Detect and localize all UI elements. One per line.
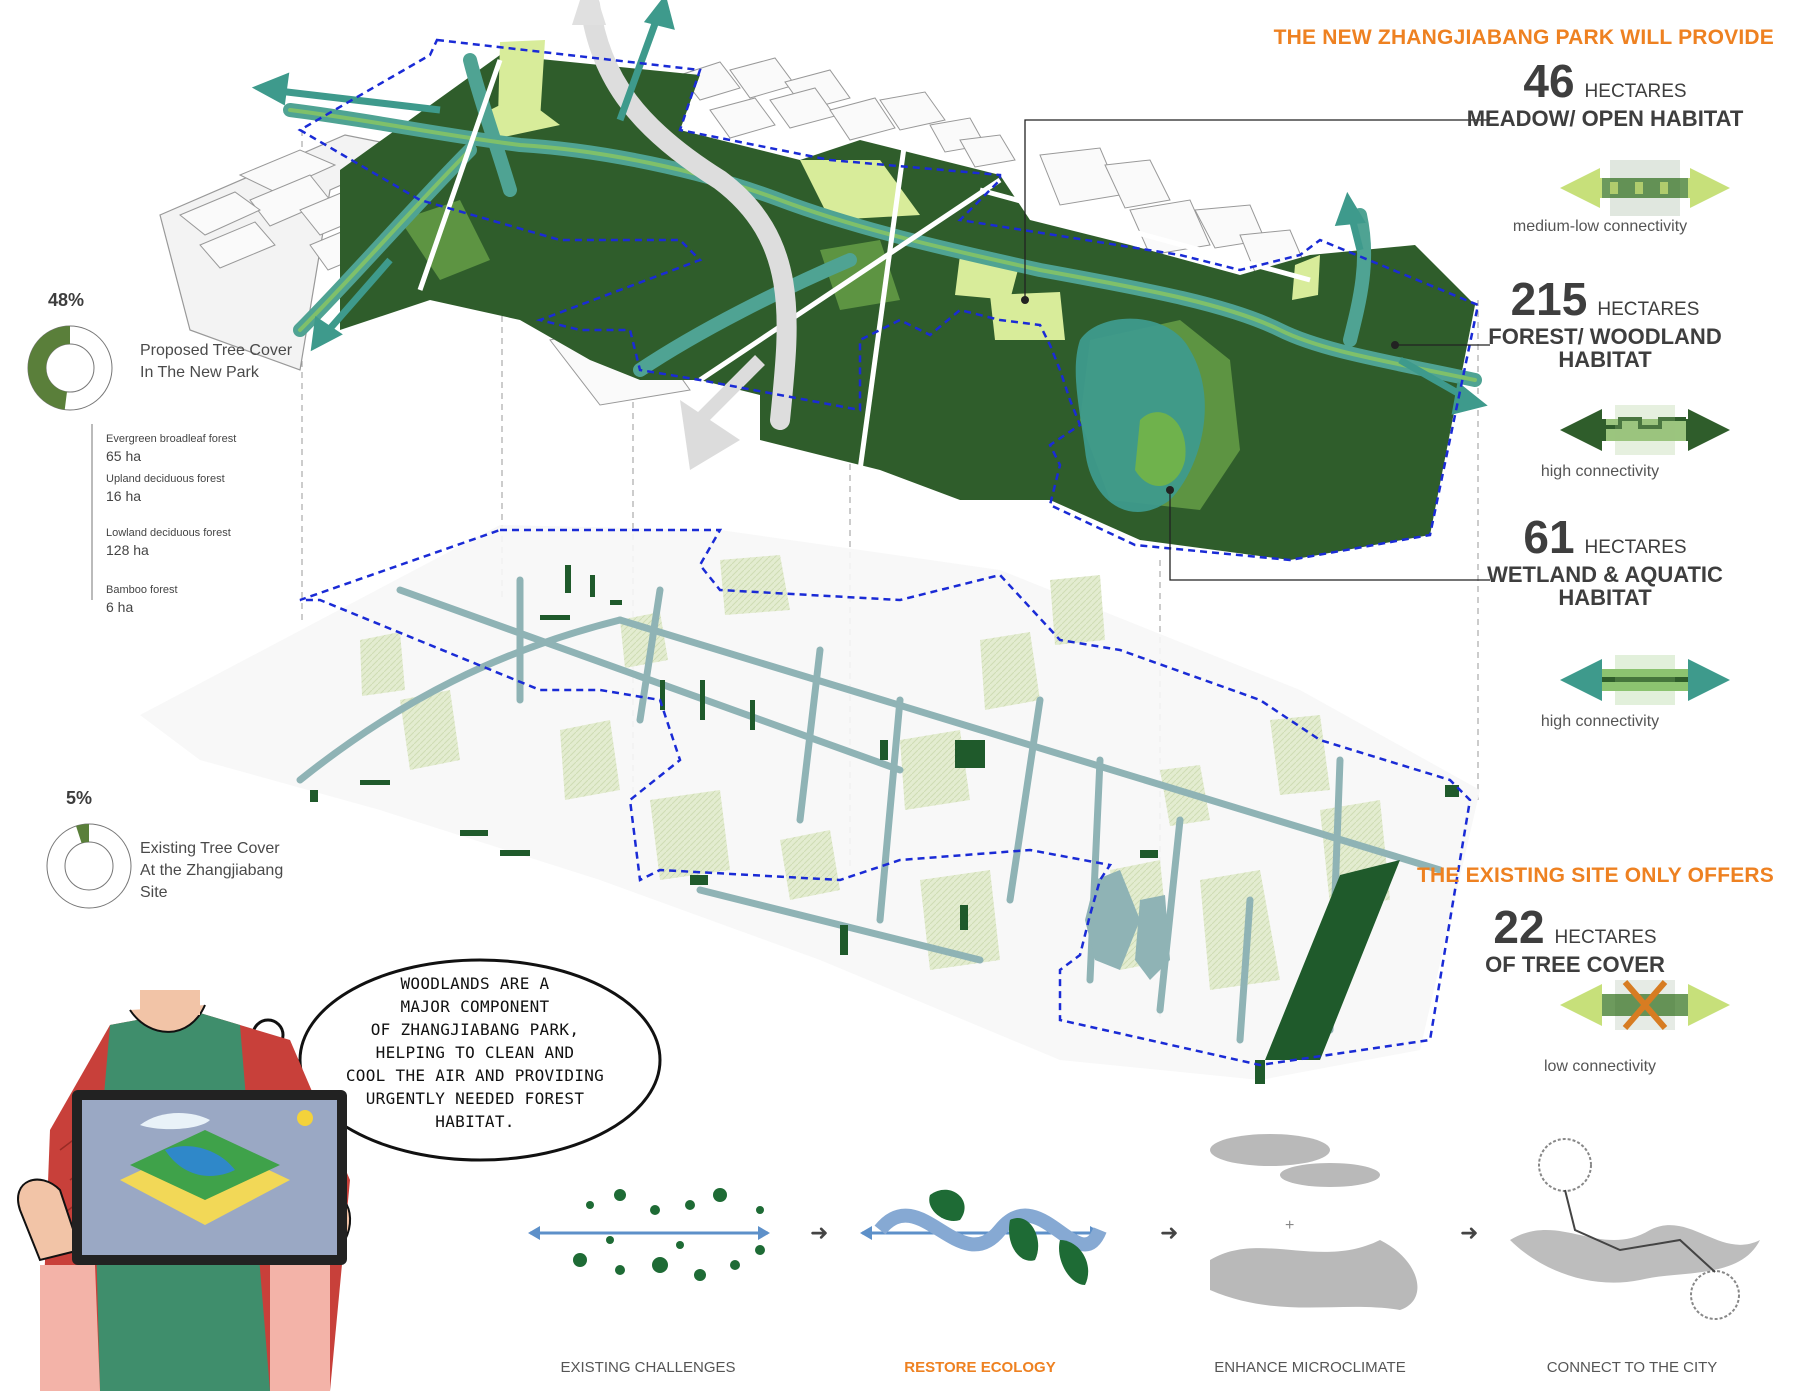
- connectivity-icon-meadow: [1560, 160, 1730, 216]
- wetland-label-line2: HABITAT: [1558, 585, 1652, 610]
- svg-text:+: +: [1285, 1217, 1294, 1234]
- existing-cover-label-line2: At the Zhangjiabang Site: [140, 862, 284, 901]
- svg-text:➜: ➜: [810, 1220, 828, 1245]
- forest-type-1-name: Evergreen broadleaf forest: [106, 433, 237, 445]
- step-enhance-microclimate: ENHANCE MICROCLIMATE: [1214, 1359, 1406, 1376]
- process-icon-existing-challenges: [528, 1188, 770, 1281]
- wetland-label-line1: WETLAND & AQUATIC: [1487, 562, 1723, 587]
- forest-label-line2: HABITAT: [1558, 347, 1652, 372]
- proposed-cover-donut-segment: [27, 326, 70, 410]
- svg-text:➜: ➜: [1460, 1220, 1478, 1245]
- existing-site-layer: [140, 525, 1480, 1084]
- existing-cover-donut-hole: [64, 841, 114, 891]
- forest-type-2-name: Upland deciduous forest: [106, 473, 225, 485]
- forest-unit: HECTARES: [1597, 299, 1700, 320]
- new-park-heading: THE NEW ZHANGJIABANG PARK WILL PROVIDE: [1273, 26, 1774, 49]
- process-icon-restore-ecology: [860, 1189, 1107, 1285]
- svg-text:➜: ➜: [1160, 1220, 1178, 1245]
- forest-connectivity: high connectivity: [1540, 463, 1660, 480]
- existing-cover-label-line1: Existing Tree Cover: [140, 840, 280, 857]
- cartoon-figure-illustration: [17, 958, 662, 1391]
- proposed-cover-label: Proposed Tree Cover In The New Park: [140, 340, 310, 384]
- meadow-unit: HECTARES: [1584, 81, 1687, 102]
- speech-line-5: COOL THE AIR AND PROVIDING: [345, 1066, 605, 1085]
- meadow-connectivity: medium-low connectivity: [1512, 218, 1688, 235]
- existing-label: OF TREE COVER: [1485, 952, 1665, 977]
- wetland-value: 61: [1523, 511, 1575, 563]
- forest-label-line1: FOREST/ WOODLAND: [1488, 324, 1722, 349]
- proposed-cover-label-line1: Proposed Tree Cover: [140, 342, 293, 359]
- connectivity-icon-wetland: [1560, 655, 1730, 705]
- proposed-tree-cover-donut: [27, 325, 113, 411]
- existing-site-heading: THE EXISTING SITE ONLY OFFERS: [1416, 864, 1774, 887]
- speech-line-6: URGENTLY NEEDED FOREST: [365, 1089, 585, 1108]
- speech-bubble-text: WOODLANDS ARE A MAJOR COMPONENT OF ZHANG…: [330, 972, 620, 1133]
- existing-tree-cover-donut: [46, 823, 132, 909]
- wetland-connectivity: high connectivity: [1540, 713, 1660, 730]
- speech-line-2: MAJOR COMPONENT: [400, 997, 550, 1016]
- step-connect-to-the-city: CONNECT TO THE CITY: [1546, 1359, 1718, 1376]
- speech-line-4: HELPING TO CLEAN AND: [375, 1043, 575, 1062]
- existing-unit: HECTARES: [1554, 927, 1657, 948]
- forest-value: 215: [1510, 273, 1588, 325]
- forest-type-3-name: Lowland deciduous forest: [106, 527, 231, 539]
- forest-type-4-value: 6 ha: [106, 599, 134, 615]
- speech-line-3: OF ZHANGJIABANG PARK,: [370, 1020, 580, 1039]
- step-existing-challenges: EXISTING CHALLENGES: [560, 1359, 736, 1376]
- proposed-cover-donut-hole: [45, 343, 95, 393]
- forest-type-3-value: 128 ha: [106, 542, 149, 558]
- proposed-cover-percent: 48%: [48, 290, 85, 310]
- process-icon-connect-to-the-city: [1510, 1138, 1760, 1320]
- speech-line-1: WOODLANDS ARE A: [400, 974, 550, 993]
- meadow-value: 46: [1523, 55, 1575, 107]
- connectivity-icon-low: [1560, 980, 1730, 1030]
- existing-cover-label: Existing Tree Cover At the Zhangjiabang …: [140, 838, 310, 904]
- forest-type-4-name: Bamboo forest: [106, 584, 178, 596]
- speech-line-7: HABITAT.: [435, 1112, 515, 1131]
- proposed-cover-label-line2: In The New Park: [140, 364, 259, 381]
- proposed-park-layer: [159, 0, 1490, 581]
- meadow-label: MEADOW/ OPEN HABITAT: [1466, 106, 1744, 131]
- process-icon-enhance-microclimate: +: [1210, 1134, 1418, 1310]
- step-restore-ecology: RESTORE ECOLOGY: [904, 1359, 1056, 1376]
- existing-connectivity: low connectivity: [1543, 1058, 1657, 1075]
- existing-cover-percent: 5%: [66, 788, 93, 808]
- existing-value: 22: [1493, 901, 1545, 953]
- wetland-unit: HECTARES: [1584, 537, 1687, 558]
- connectivity-icon-forest: [1560, 405, 1730, 455]
- existing-cover-donut-segment: [76, 824, 89, 844]
- forest-type-1-value: 65 ha: [106, 448, 142, 464]
- forest-type-2-value: 16 ha: [106, 488, 142, 504]
